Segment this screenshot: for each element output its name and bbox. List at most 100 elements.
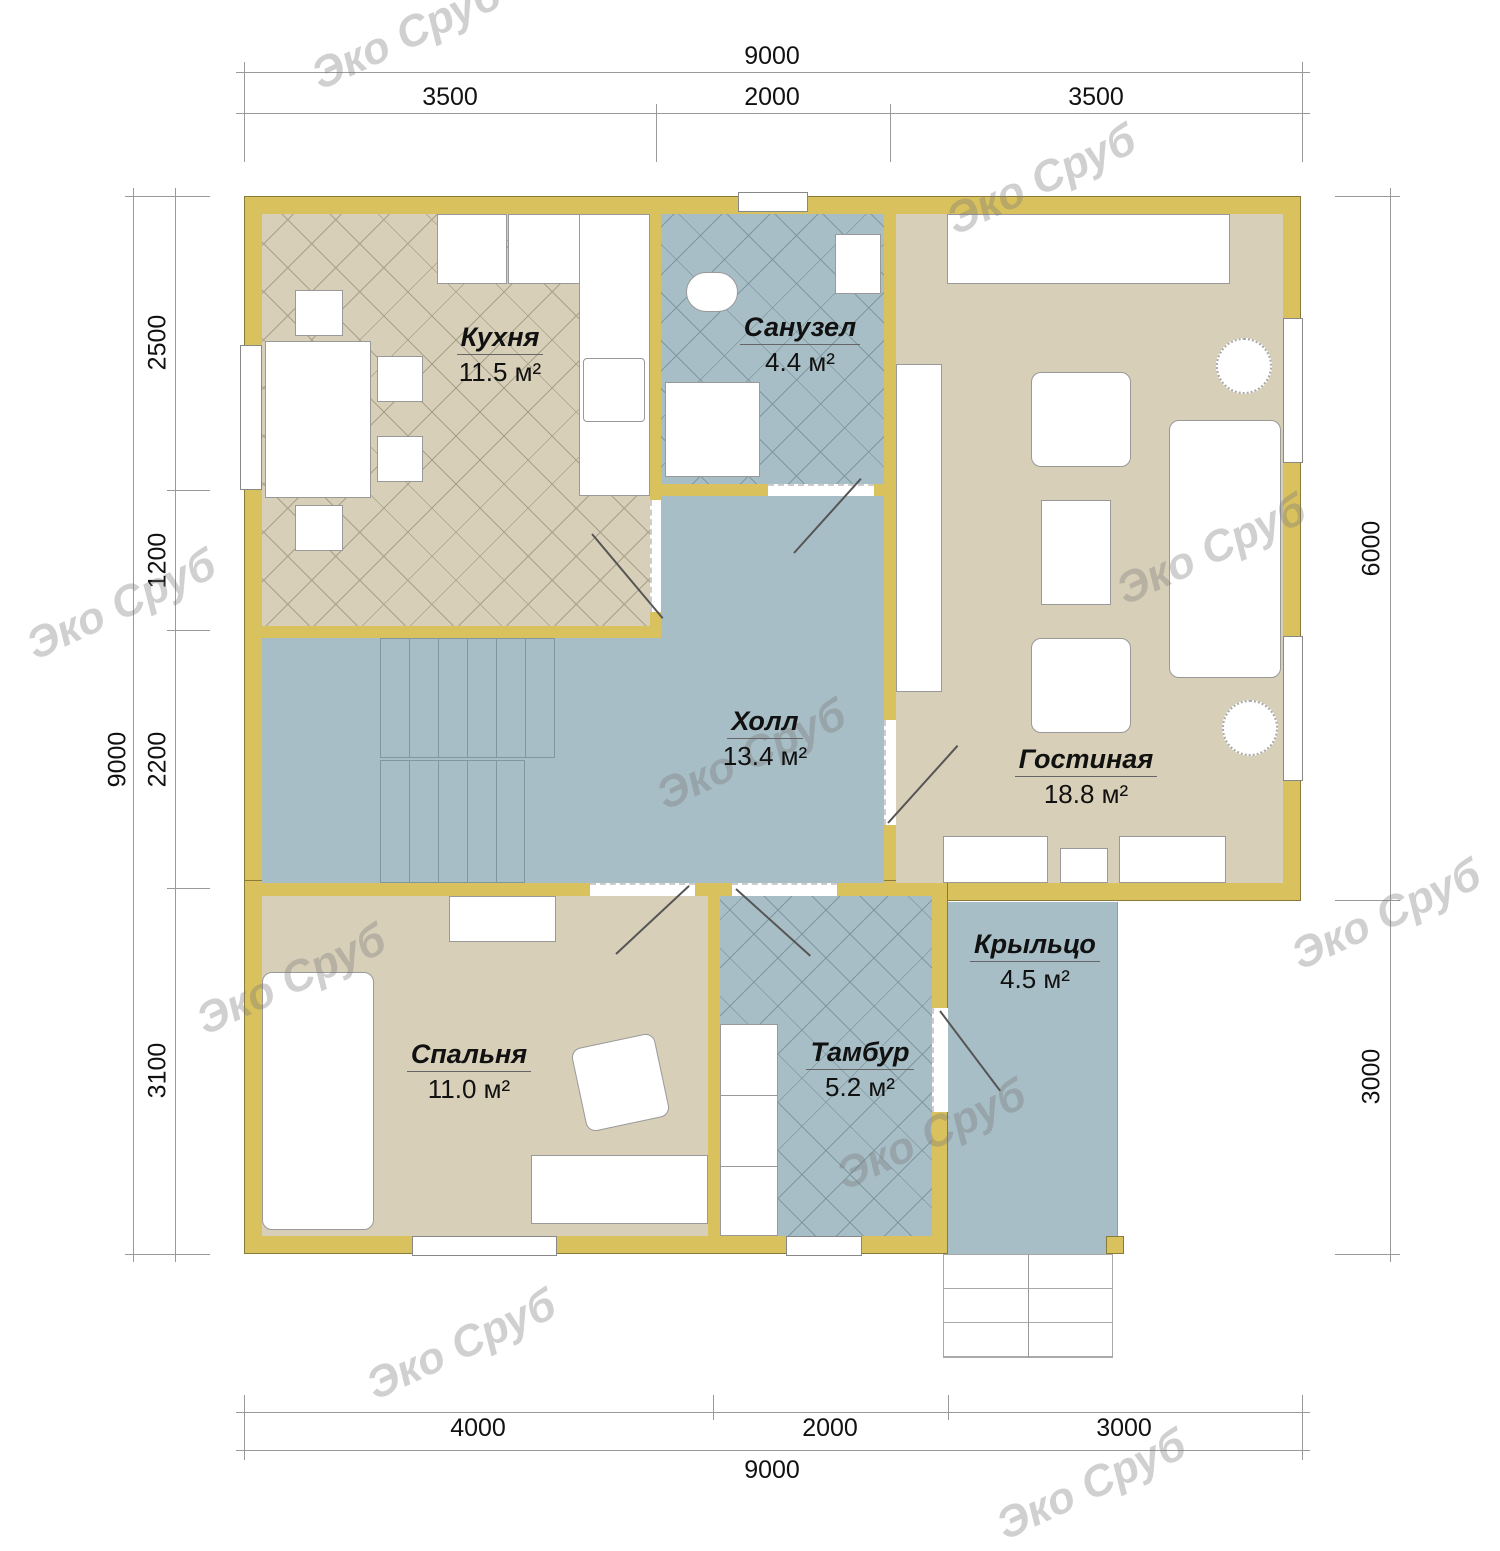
washbasin-icon: [835, 234, 881, 294]
sofa-icon: [1169, 420, 1281, 678]
dimension-tick: [125, 196, 210, 197]
steps-arrow-line: [1028, 1254, 1029, 1358]
hall-floor-upper: [661, 496, 884, 646]
chair-icon: [377, 436, 423, 482]
kitchen-counter: [437, 214, 507, 284]
room-label-porch: Крыльцо 4.5 м²: [935, 929, 1135, 995]
window: [1283, 318, 1303, 463]
dimension-tick: [244, 62, 245, 162]
coffee-table: [1041, 500, 1111, 605]
porch-post: [1106, 1236, 1124, 1254]
doorway-living[interactable]: [884, 720, 896, 825]
window: [786, 1236, 862, 1256]
room-label-bathroom: Санузел 4.4 м²: [700, 312, 900, 378]
dimension-line-top-segments: [236, 113, 1310, 114]
desk: [531, 1155, 708, 1224]
room-area: 11.0 м²: [427, 1074, 511, 1104]
dim-right-1: 6000: [1357, 520, 1386, 577]
tv-cabinet: [947, 214, 1230, 284]
dining-table: [265, 341, 371, 498]
chair-icon: [295, 290, 343, 336]
room-name: Спальня: [406, 1039, 532, 1072]
dim-bottom-1: 4000: [450, 1414, 506, 1442]
dimension-tick: [948, 1395, 949, 1420]
window: [412, 1236, 557, 1256]
dim-right-2: 3000: [1357, 1048, 1386, 1105]
room-label-living: Гостиная 18.8 м²: [986, 744, 1186, 810]
room-area: 11.5 м²: [458, 357, 542, 387]
doorway-bathroom[interactable]: [768, 484, 874, 496]
armchair-icon: [1031, 372, 1131, 467]
plant-icon: [1222, 700, 1278, 756]
dim-left-1: 2500: [143, 314, 172, 371]
cabinet: [1119, 836, 1226, 883]
dim-left-3: 2200: [143, 731, 172, 788]
dimension-line-bottom-segments: [236, 1412, 1310, 1413]
window: [1283, 636, 1303, 781]
doorway-porch[interactable]: [932, 1008, 948, 1112]
room-area: 13.4 м²: [722, 741, 808, 771]
dim-left-4: 3100: [143, 1042, 172, 1099]
room-area: 4.4 м²: [765, 347, 835, 377]
dim-top-total: 9000: [744, 42, 800, 70]
stove-icon: [583, 358, 645, 422]
dim-bottom-total: 9000: [744, 1456, 800, 1484]
dimension-line-left-total: [133, 188, 134, 1262]
dimension-tick: [713, 1395, 714, 1420]
dim-bottom-3: 3000: [1096, 1414, 1152, 1442]
room-label-vestibule: Тамбур 5.2 м²: [760, 1037, 960, 1103]
room-name: Крыльцо: [970, 929, 1100, 962]
doorway-vestibule[interactable]: [732, 883, 837, 896]
dim-top-1: 3500: [422, 83, 478, 111]
watermark-logo: Эко Сруб: [358, 1279, 564, 1410]
dim-top-2: 2000: [744, 83, 800, 111]
dimension-tick: [125, 1254, 210, 1255]
kitchen-counter-side: [579, 214, 650, 496]
room-area: 4.5 м²: [1000, 964, 1070, 994]
wardrobe: [720, 1024, 778, 1236]
dimension-tick: [167, 630, 210, 631]
hall-floor: [262, 638, 884, 883]
room-name: Гостиная: [1014, 744, 1158, 777]
dimension-tick: [1335, 900, 1400, 901]
dim-bottom-2: 2000: [802, 1414, 858, 1442]
watermark-logo: Эко Сруб: [18, 539, 224, 670]
watermark-logo: Эко Сруб: [1283, 849, 1489, 980]
staircase-upper: [380, 638, 555, 758]
room-area: 5.2 м²: [825, 1072, 895, 1102]
dim-left-total: 9000: [103, 731, 132, 788]
dim-top-3: 3500: [1068, 83, 1124, 111]
chair-icon: [295, 505, 343, 551]
toilet-icon: [686, 272, 738, 312]
dimension-tick: [656, 104, 657, 162]
staircase-lower: [380, 760, 525, 883]
dimension-line-right: [1390, 188, 1391, 1262]
room-label-kitchen: Кухня 11.5 м²: [400, 322, 600, 388]
doorway-kitchen[interactable]: [650, 500, 661, 612]
dimension-tick: [244, 1395, 245, 1460]
room-name: Холл: [727, 706, 803, 739]
sink-icon: [508, 214, 580, 284]
window: [240, 345, 262, 490]
dimension-line-top-total: [236, 72, 1310, 73]
dimension-line-bottom-total: [236, 1450, 1310, 1451]
cabinet: [943, 836, 1048, 883]
doorway-bedroom[interactable]: [590, 883, 695, 896]
bookshelf: [896, 364, 942, 692]
dimension-tick: [1335, 196, 1400, 197]
dimension-tick: [1335, 1254, 1400, 1255]
cabinet: [1060, 848, 1108, 883]
room-name: Кухня: [456, 322, 544, 355]
bed-sofa-icon: [262, 972, 374, 1230]
dimension-tick: [167, 490, 210, 491]
armchair-icon: [1031, 638, 1131, 733]
room-label-hall: Холл 13.4 м²: [665, 706, 865, 772]
plant-icon: [1216, 338, 1272, 394]
room-label-bedroom: Спальня 11.0 м²: [369, 1039, 569, 1105]
chair-icon: [377, 356, 423, 402]
dimension-tick: [890, 104, 891, 162]
room-area: 18.8 м²: [1043, 779, 1129, 809]
dimension-tick: [167, 888, 210, 889]
dimension-tick: [1302, 62, 1303, 162]
dresser: [449, 896, 556, 942]
